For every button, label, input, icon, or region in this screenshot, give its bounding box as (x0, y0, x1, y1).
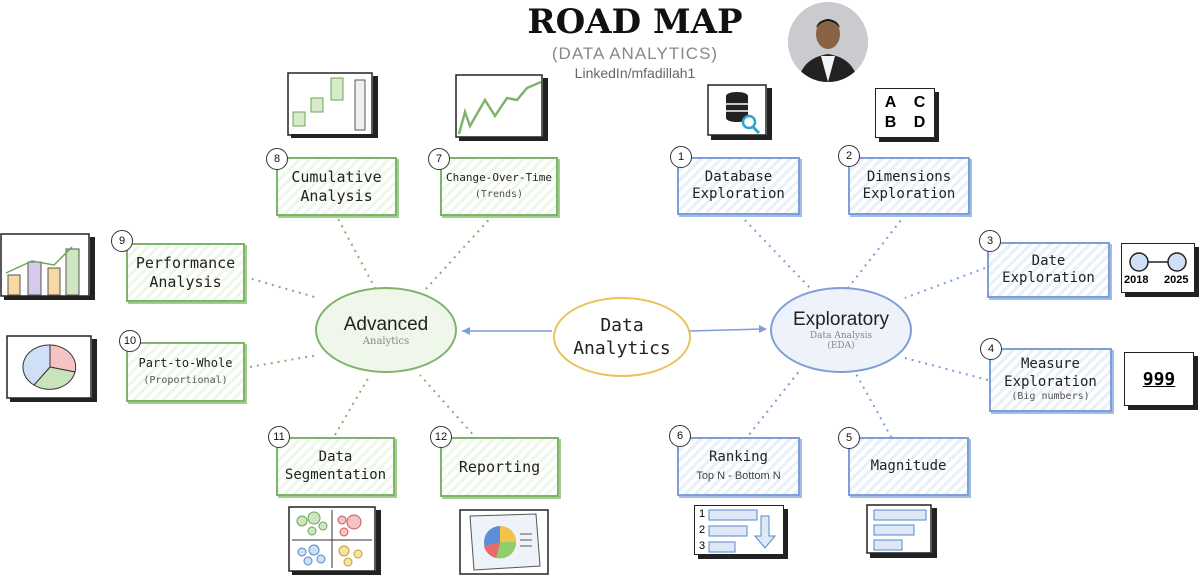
letter-b: B (884, 114, 897, 131)
ranking-list-icon: 1 2 3 (694, 505, 784, 555)
step-label: Performance (135, 253, 236, 272)
step-label: Date (1031, 252, 1066, 269)
cumulative-chart-icon (287, 72, 378, 138)
step-label: Dimensions (866, 168, 952, 185)
step-cumulative-analysis[interactable]: Cumulative Analysis (276, 157, 397, 216)
step-label: Reporting (458, 457, 541, 476)
step-label: Magnitude (870, 457, 947, 474)
step-magnitude[interactable]: Magnitude (848, 437, 969, 496)
step-label: Exploration (1002, 270, 1095, 286)
step-sublabel: (Proportional) (143, 375, 228, 387)
step-label: Change-Over-Time (446, 171, 552, 185)
step-number: 8 (266, 148, 288, 170)
avatar (788, 2, 868, 82)
rank-1: 1 (699, 508, 706, 520)
step-label: Data (318, 449, 353, 465)
step-sublabel: Top N - Bottom N (696, 469, 781, 482)
step-change-over-time[interactable]: Change-Over-Time (Trends) (440, 157, 558, 216)
step-number: 1 (670, 146, 692, 168)
advanced-title: Advanced (343, 313, 429, 335)
step-label: Measure (1020, 356, 1080, 373)
step-number: 12 (430, 426, 452, 448)
step-label: Cumulative (291, 167, 382, 186)
year-end: 2025 (1164, 274, 1189, 286)
hub-line-1: Data (600, 314, 644, 336)
segmentation-icon (288, 506, 381, 575)
step-label: Part-to-Whole (138, 356, 233, 371)
letter-c: C (913, 94, 926, 111)
step-number: 7 (428, 148, 450, 170)
step-data-segmentation[interactable]: Data Segmentation (276, 437, 395, 496)
advanced-analytics-hub[interactable]: Advanced Analytics (315, 287, 457, 373)
step-number: 9 (111, 230, 133, 252)
exploratory-hub[interactable]: Exploratory Data Analysis (EDA) (770, 287, 912, 373)
year-start: 2018 (1124, 274, 1149, 286)
magnitude-bars-icon (866, 504, 937, 558)
dimensions-abcd-icon: A C B D (875, 88, 935, 138)
exploratory-sub-1: Data Analysis (809, 331, 873, 341)
step-number: 10 (119, 330, 141, 352)
step-label: Exploration (862, 186, 956, 202)
exploratory-title: Exploratory (792, 309, 890, 330)
step-measure-exploration[interactable]: Measure Exploration (Big numbers) (989, 348, 1112, 412)
big-number-icon: 999 (1124, 352, 1194, 406)
database-search-icon (707, 84, 772, 140)
step-label: Analysis (149, 272, 222, 291)
person-photo-icon (788, 2, 868, 82)
step-dimensions-exploration[interactable]: Dimensions Exploration (848, 157, 970, 215)
step-sublabel: (Big numbers) (1011, 391, 1090, 403)
step-number: 11 (268, 426, 290, 448)
performance-chart-icon (0, 233, 95, 300)
date-timeline-icon: 2018 2025 (1121, 243, 1195, 293)
step-database-exploration[interactable]: Database Exploration (677, 157, 800, 215)
step-sublabel: (Trends) (474, 189, 524, 201)
step-label: Segmentation (284, 466, 387, 483)
page-subtitle: (DATA ANALYTICS) (551, 44, 719, 63)
step-label: Exploration (692, 186, 785, 202)
step-number: 4 (980, 338, 1002, 360)
data-analytics-hub[interactable]: Data Analytics (553, 297, 691, 377)
trend-line-icon (455, 74, 548, 141)
pie-chart-icon (6, 335, 97, 402)
advanced-sub: Analytics (362, 335, 410, 347)
step-number: 2 (838, 145, 860, 167)
ranking-bars-icon (708, 509, 777, 553)
step-reporting[interactable]: Reporting (440, 437, 559, 497)
step-label: Exploration (1004, 373, 1097, 390)
step-label: Ranking (708, 449, 768, 466)
step-date-exploration[interactable]: Date Exploration (987, 242, 1110, 298)
step-ranking[interactable]: Ranking Top N - Bottom N (677, 437, 800, 496)
rank-2: 2 (699, 524, 706, 536)
page-title: ROAD MAP (527, 2, 743, 42)
report-dashboard-icon (459, 509, 549, 575)
hub-line-2: Analytics (573, 338, 671, 359)
step-number: 5 (838, 427, 860, 449)
step-part-to-whole[interactable]: Part-to-Whole (Proportional) (126, 342, 245, 402)
exploratory-sub-2: (EDA) (827, 341, 855, 351)
step-performance-analysis[interactable]: Performance Analysis (126, 243, 245, 302)
linkedin-handle[interactable]: LinkedIn/mfadillah1 (574, 65, 696, 81)
step-number: 6 (669, 425, 691, 447)
timeline-line-icon (1129, 252, 1187, 272)
letter-a: A (884, 94, 897, 111)
letter-d: D (913, 114, 926, 131)
rank-3: 3 (699, 540, 706, 552)
step-label: Analysis (300, 186, 373, 205)
step-number: 3 (979, 230, 1001, 252)
step-label: Database (704, 168, 773, 185)
